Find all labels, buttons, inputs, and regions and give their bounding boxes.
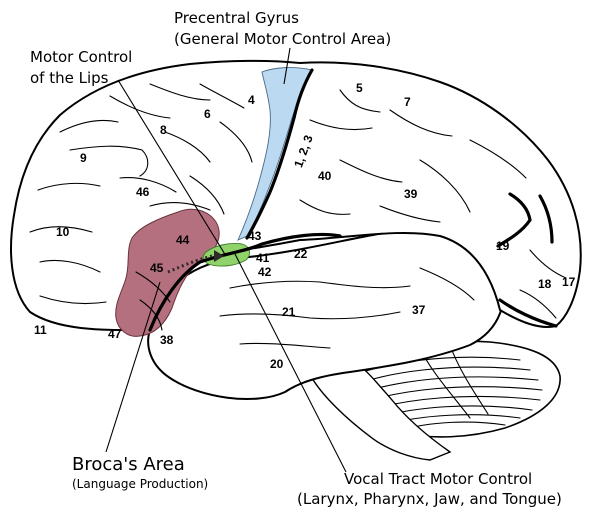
vocal-label-line1: Vocal Tract Motor Control (344, 470, 532, 488)
area-9: 9 (80, 151, 87, 165)
area-42: 42 (258, 265, 272, 279)
area-37: 37 (412, 303, 426, 317)
area-21: 21 (282, 305, 296, 319)
lips-label-line1: Motor Control (30, 48, 132, 66)
area-10: 10 (56, 225, 70, 239)
broca-label-title: Broca's Area (72, 454, 185, 475)
area-22: 22 (294, 247, 308, 261)
area-46: 46 (136, 185, 150, 199)
precentral-label-line1: Precentral Gyrus (174, 9, 299, 27)
area-44: 44 (176, 233, 190, 247)
area-40: 40 (318, 169, 332, 183)
area-47: 47 (108, 327, 122, 341)
area-43: 43 (248, 229, 262, 243)
area-7: 7 (404, 95, 411, 109)
broca-label-subtitle: (Language Production) (72, 477, 208, 491)
area-19: 19 (496, 239, 510, 253)
area-17: 17 (562, 275, 576, 289)
area-11: 11 (34, 323, 47, 337)
area-38: 38 (160, 333, 174, 347)
vocal-label-line2: (Larynx, Pharynx, Jaw, and Tongue) (297, 490, 562, 508)
area-4: 4 (248, 93, 255, 107)
area-39: 39 (404, 187, 418, 201)
area-5: 5 (356, 81, 363, 95)
precentral-label-line2: (General Motor Control Area) (174, 30, 391, 48)
area-6: 6 (204, 107, 211, 121)
area-18: 18 (538, 277, 552, 291)
area-8: 8 (160, 123, 167, 137)
area-45: 45 (150, 261, 164, 275)
area-41: 41 (256, 251, 270, 265)
area-20: 20 (270, 357, 284, 371)
lips-label-line2: of the Lips (30, 69, 109, 87)
